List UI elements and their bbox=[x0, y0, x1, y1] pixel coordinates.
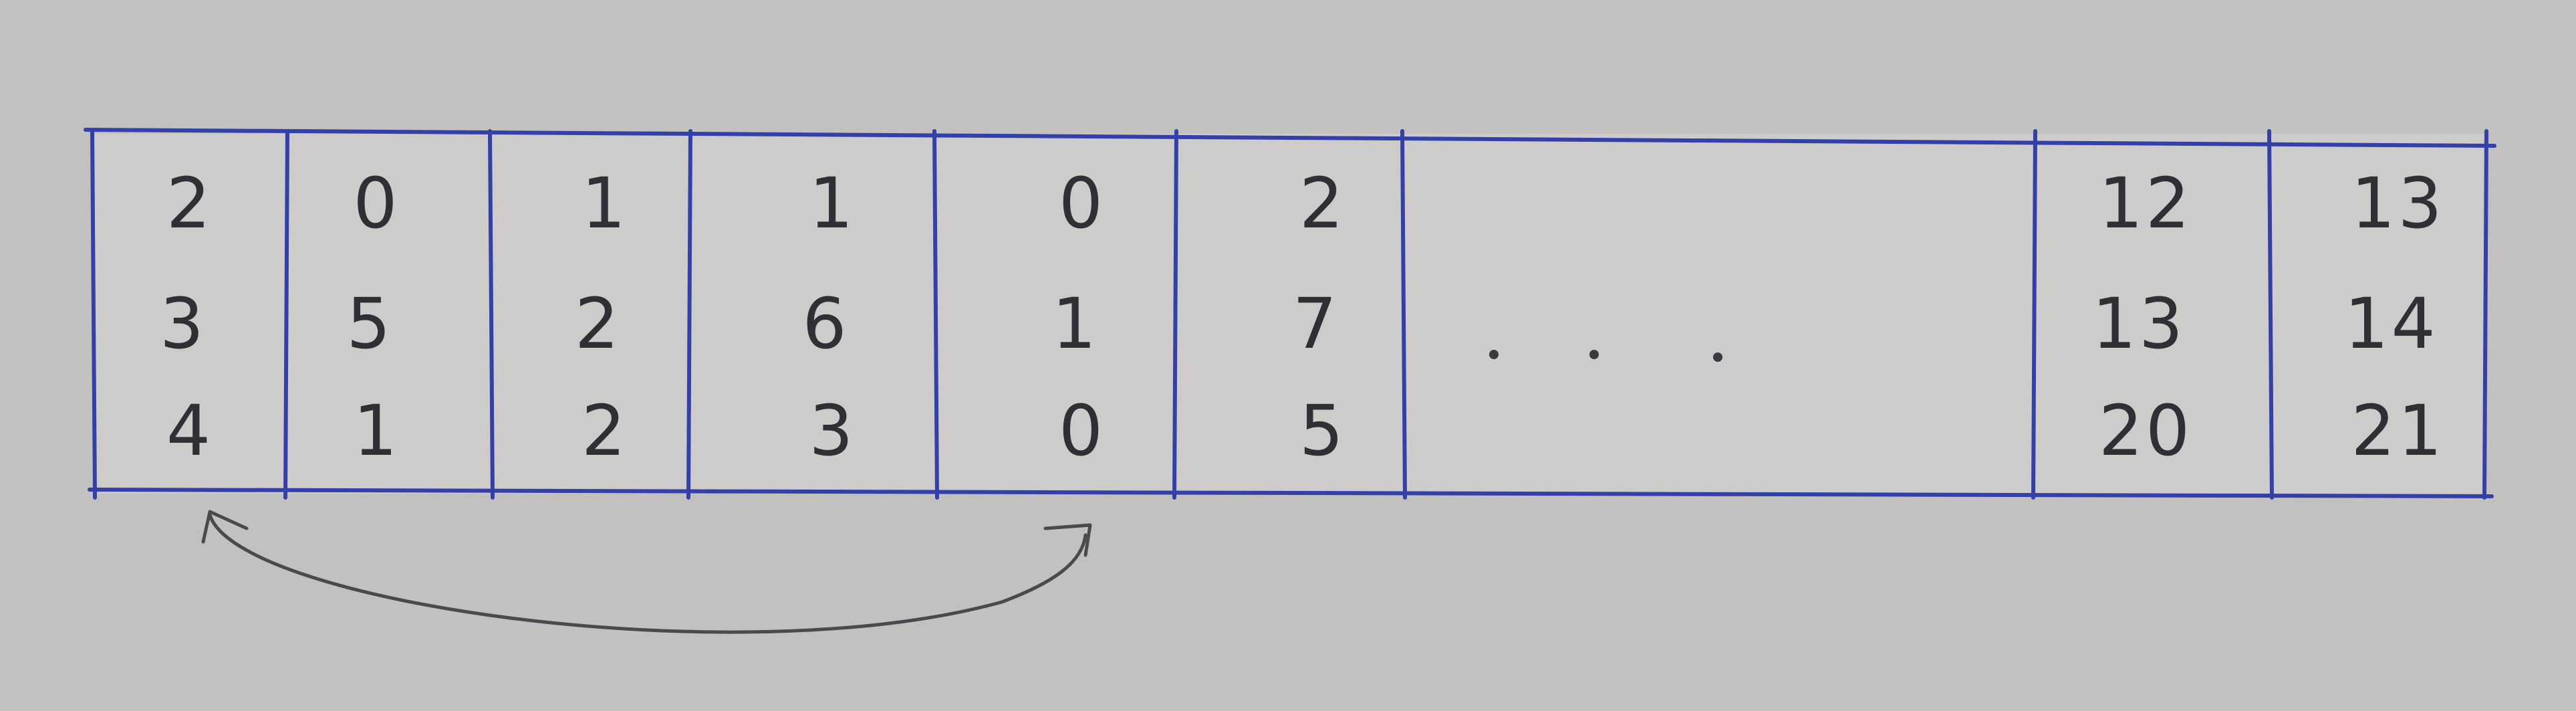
arrowhead-right bbox=[1043, 523, 1092, 557]
array-divider bbox=[2482, 129, 2488, 500]
cell-value: 13 bbox=[2092, 283, 2186, 365]
cell-value: 5 bbox=[346, 283, 393, 365]
array-grid bbox=[84, 128, 2496, 500]
cell-value: 3 bbox=[809, 390, 856, 472]
ellipsis-dot bbox=[1589, 350, 1599, 359]
array-divider bbox=[90, 129, 97, 500]
cell-value: 2 bbox=[575, 283, 622, 365]
array-divider bbox=[2267, 129, 2274, 500]
cell-value: 21 bbox=[2351, 390, 2444, 472]
cell-value: 0 bbox=[1059, 163, 1106, 244]
array-divider bbox=[1400, 129, 1407, 500]
cell-value: 1 bbox=[353, 390, 400, 472]
array-cell: 2 3 4 bbox=[160, 163, 213, 472]
cell-value: 2 bbox=[582, 390, 628, 472]
array-cell: 2 7 5 bbox=[1293, 163, 1346, 472]
cell-value: 2 bbox=[1299, 163, 1346, 244]
array-top-border bbox=[84, 128, 2496, 148]
cell-value: 0 bbox=[353, 163, 400, 244]
cell-value: 1 bbox=[1052, 283, 1099, 365]
cell-value: 6 bbox=[802, 283, 849, 365]
ellipsis-dot bbox=[1489, 350, 1499, 359]
arrow-curve bbox=[208, 513, 1087, 634]
cell-value: 3 bbox=[160, 283, 207, 365]
array-divider bbox=[932, 129, 939, 500]
array-divider bbox=[283, 129, 289, 500]
array-cell: 0 1 0 bbox=[1052, 163, 1106, 472]
cell-value: 14 bbox=[2344, 283, 2438, 365]
array-cell: 0 5 1 bbox=[346, 163, 400, 472]
array-bottom-border bbox=[88, 488, 2494, 498]
cell-value: 12 bbox=[2099, 163, 2192, 244]
cell-value: 7 bbox=[1293, 283, 1339, 365]
cell-value: 20 bbox=[2099, 390, 2192, 472]
arrowhead-left bbox=[201, 510, 249, 544]
cell-value: 5 bbox=[1299, 390, 1346, 472]
array-cell: 1 2 2 bbox=[575, 163, 628, 472]
cell-value: 1 bbox=[582, 163, 628, 244]
array-cell: 13 14 21 bbox=[2344, 163, 2444, 472]
ellipsis-dots: ... bbox=[1489, 350, 1722, 362]
array-divider bbox=[2031, 129, 2037, 500]
cell-value: 0 bbox=[1059, 390, 1106, 472]
cell-value: 13 bbox=[2351, 163, 2444, 244]
array-divider bbox=[686, 129, 692, 500]
link-arrow bbox=[201, 510, 1092, 634]
array-divider bbox=[488, 129, 495, 500]
cell-value: 1 bbox=[809, 163, 856, 244]
array-cell: 1 6 3 bbox=[802, 163, 856, 472]
array-cell: 12 13 20 bbox=[2092, 163, 2192, 472]
ellipsis-dot bbox=[1713, 352, 1722, 362]
cell-value: 2 bbox=[166, 163, 213, 244]
array-divider bbox=[1172, 129, 1178, 500]
cell-value: 4 bbox=[166, 390, 213, 472]
